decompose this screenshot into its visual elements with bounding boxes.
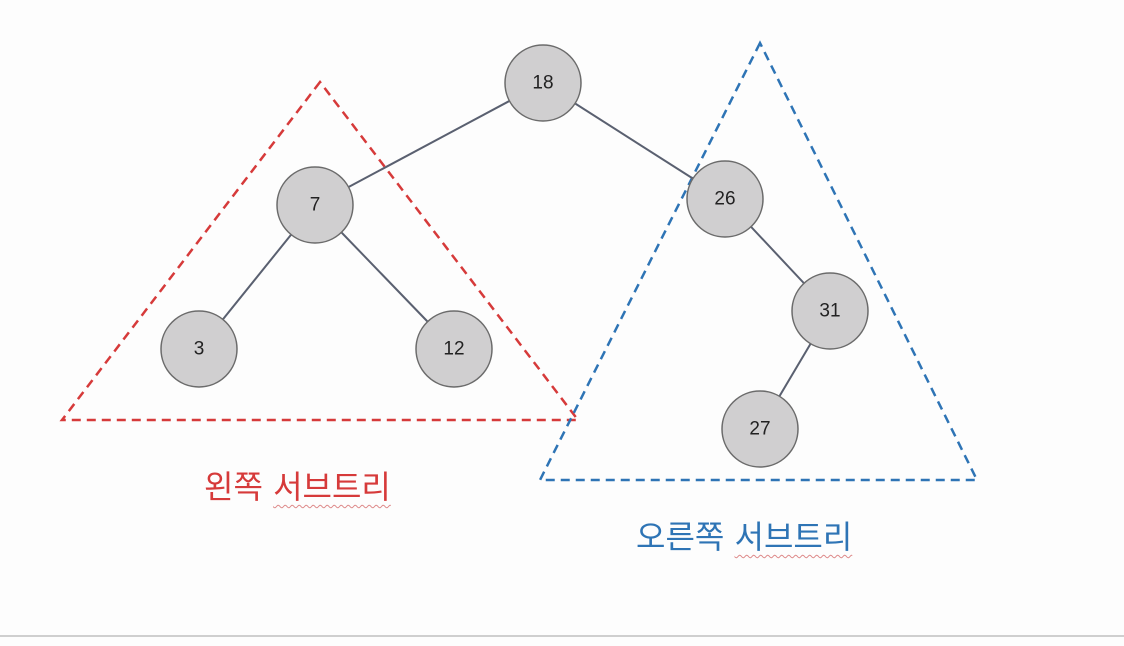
svg-text:12: 12 xyxy=(443,339,464,360)
tree-node: 18 xyxy=(504,44,582,122)
left-label-word1: 왼쪽 xyxy=(204,468,263,506)
tree-node: 7 xyxy=(276,166,354,244)
tree-node: 12 xyxy=(415,310,493,388)
tree-node: 26 xyxy=(686,160,764,238)
svg-text:26: 26 xyxy=(714,189,735,210)
svg-text:18: 18 xyxy=(532,73,553,94)
svg-text:27: 27 xyxy=(749,419,770,440)
right-label-word2: 서브트리 xyxy=(734,518,853,556)
tree-node: 31 xyxy=(791,272,869,350)
right-label-word1: 오른쪽 xyxy=(636,518,725,556)
left-subtree-label: 왼쪽 서브트리 xyxy=(204,462,391,508)
left-subtree-triangle xyxy=(59,79,581,422)
left-label-word2: 서브트리 xyxy=(273,468,391,506)
svg-text:31: 31 xyxy=(819,301,840,322)
right-subtree-triangle xyxy=(537,40,980,482)
edge-18-7 xyxy=(314,82,544,206)
svg-text:7: 7 xyxy=(310,195,321,216)
tree-node: 3 xyxy=(160,310,238,388)
svg-text:3: 3 xyxy=(194,339,205,360)
tree-node: 27 xyxy=(721,390,799,468)
right-subtree-label: 오른쪽 서브트리 xyxy=(636,512,852,558)
bottom-divider xyxy=(0,635,1124,637)
